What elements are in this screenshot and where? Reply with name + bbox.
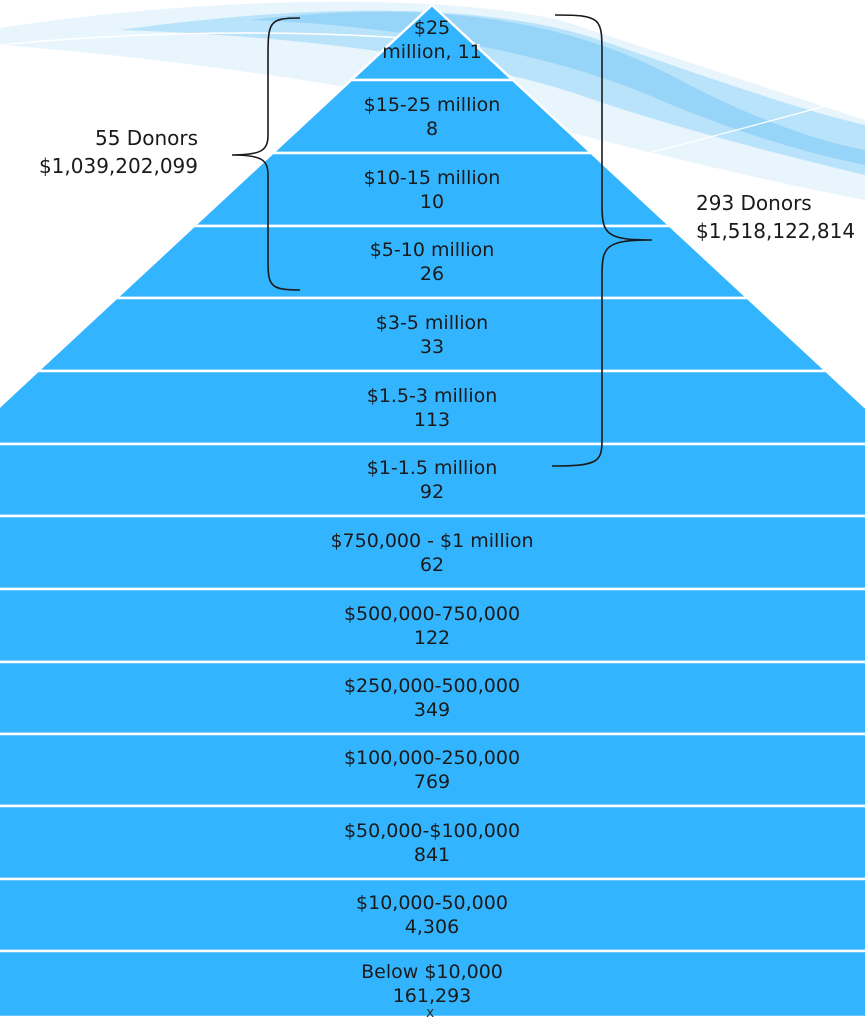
tier-band-10: [0, 660, 865, 736]
tier-band-11: [0, 732, 865, 808]
tier-range: $1-1.5 million: [366, 457, 498, 479]
tier-range: $50,000-$100,000: [343, 819, 521, 842]
tier-donor-count: 841: [413, 843, 451, 866]
callout-count: 55 Donors: [95, 126, 198, 150]
tier-range: $15-25 million: [363, 93, 501, 116]
callout-amount: $1,518,122,814: [696, 219, 856, 243]
callout-top-55-donors: 55 Donors $1,039,202,099: [0, 124, 198, 180]
page-marker: x: [426, 1005, 435, 1021]
tier-donor-count: 122: [413, 626, 451, 649]
tier-range: $750,000 - $1 million: [330, 529, 534, 552]
tier-donor-count: 113: [413, 408, 451, 431]
tier-donor-count: 8: [425, 117, 439, 140]
tier-donor-count: 92: [419, 481, 445, 503]
tier-band-9: [0, 587, 865, 664]
tier-band-14: [0, 949, 865, 1017]
tier-donor-count: 161,293: [392, 985, 472, 1007]
tier-band-8: [0, 514, 865, 591]
tier-band-12: [0, 804, 865, 881]
callout-293-donors: 293 Donors $1,518,122,814: [696, 189, 865, 245]
tier-donor-count: million, 11: [382, 41, 482, 63]
callout-amount: $1,039,202,099: [38, 154, 198, 178]
tier-donor-count: 4,306: [404, 916, 460, 938]
tier-donor-count: 26: [419, 263, 445, 285]
callout-count: 293 Donors: [696, 191, 812, 215]
tier-donor-count: 10: [419, 190, 445, 213]
tier-donor-count: 33: [419, 335, 445, 358]
tier-range: $10,000-50,000: [356, 892, 508, 914]
tier-range: $100,000-250,000: [343, 747, 521, 769]
tier-range: $25: [413, 17, 451, 39]
tier-range: $10-15 million: [363, 166, 501, 189]
tier-range: $1.5-3 million: [366, 384, 498, 407]
tier-donor-count: 62: [419, 553, 445, 576]
tier-range: $250,000-500,000: [343, 675, 521, 697]
tier-donor-count: 349: [413, 699, 451, 721]
tier-range: Below $10,000: [361, 961, 503, 983]
tier-donor-count: 769: [413, 771, 451, 793]
tier-range: $500,000-750,000: [343, 602, 521, 625]
tier-range: $3-5 million: [375, 311, 489, 334]
tier-band-13: [0, 877, 865, 953]
tier-range: $5-10 million: [369, 239, 495, 261]
